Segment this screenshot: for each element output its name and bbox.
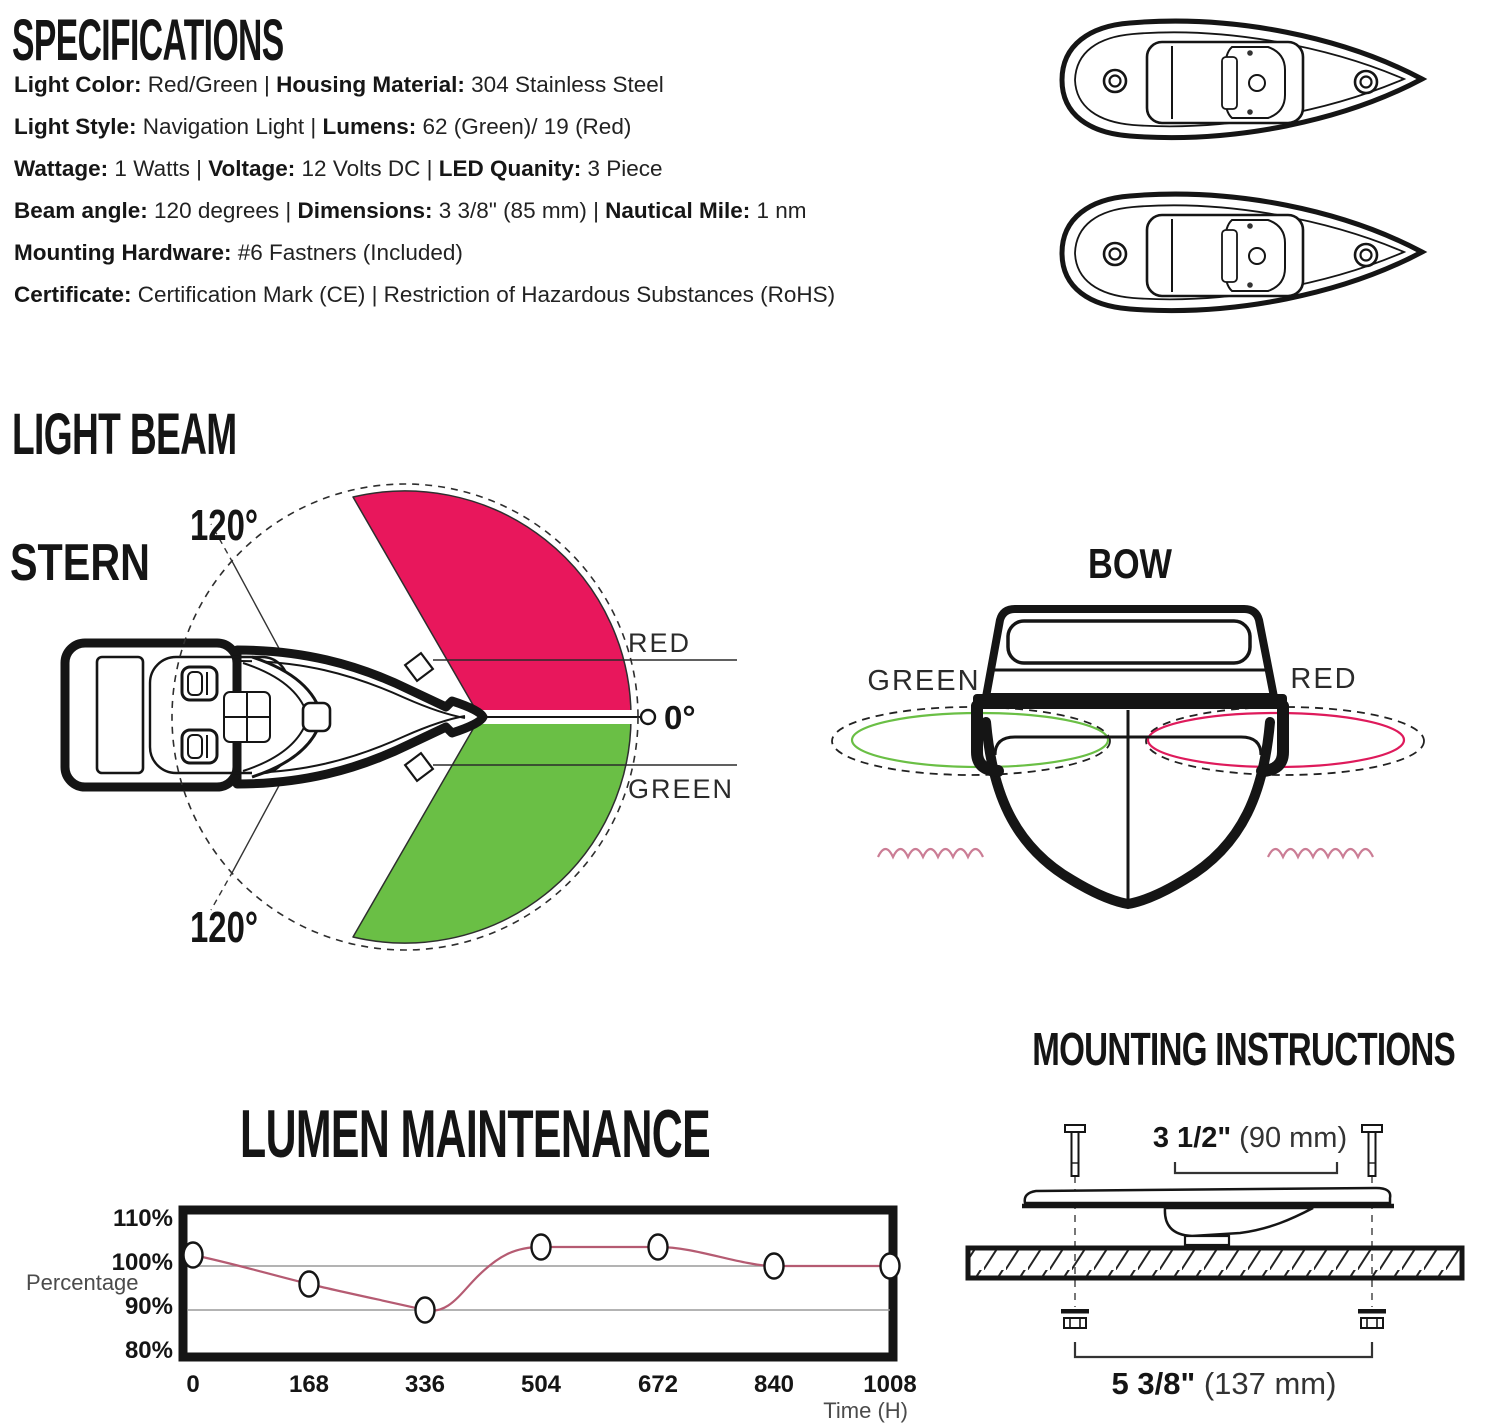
beam-dashed-circle xyxy=(171,483,639,951)
rub-rail-left xyxy=(971,700,1004,777)
dimension-bracket-bottom xyxy=(1073,1342,1374,1359)
seat xyxy=(180,728,219,765)
lumen-chart-title: LUMEN MAINTENANCE xyxy=(239,1096,711,1172)
bow-hull xyxy=(981,717,1275,910)
red-label: RED xyxy=(628,628,691,658)
transom-detail xyxy=(95,655,145,775)
data-point xyxy=(763,1252,785,1280)
spec-row: Light Style: Navigation Light | Lumens: … xyxy=(14,114,632,139)
spec-row: Beam angle: 120 degrees | Dimensions: 3 … xyxy=(14,198,807,223)
ytick-110: 110% xyxy=(113,1205,173,1232)
spec-row: Wattage: 1 Watts | Voltage: 12 Volts DC … xyxy=(14,156,663,181)
dimension-bracket-top xyxy=(1173,1162,1339,1175)
mounting-surface xyxy=(965,1245,1465,1281)
y-axis-label: Percentage xyxy=(26,1270,139,1295)
data-point xyxy=(298,1270,320,1298)
xtick-840: 840 xyxy=(754,1371,794,1398)
xtick-1008: 1008 xyxy=(863,1371,916,1398)
boat-top-view xyxy=(60,638,488,792)
xtick-336: 336 xyxy=(405,1371,445,1398)
nut-left-icon xyxy=(1061,1309,1089,1329)
data-point xyxy=(414,1296,436,1324)
boat-front-view xyxy=(971,605,1289,910)
housing-drawing-1 xyxy=(1062,21,1422,137)
bow-diagram: BOW GREEN RED xyxy=(831,540,1425,910)
dimension-top: 3 1/2" (90 mm) xyxy=(1153,1122,1347,1154)
nut-right-icon xyxy=(1358,1309,1386,1329)
ytick-80: 80% xyxy=(125,1337,173,1364)
zero-degree-dot xyxy=(639,708,657,726)
green-light-marker-icon xyxy=(403,751,435,783)
angle-bottom-label: 120° xyxy=(190,903,258,952)
stern-label: STERN xyxy=(10,534,150,592)
lamp-pod xyxy=(1163,1206,1314,1238)
hull-chine-line xyxy=(993,735,1263,756)
beam-boundary-ext-bottom xyxy=(210,870,234,911)
dimension-bottom: 5 3/8" (137 mm) xyxy=(1112,1366,1337,1401)
data-point xyxy=(879,1252,901,1280)
green-label: GREEN xyxy=(628,774,734,804)
bow-title: BOW xyxy=(1088,540,1172,587)
spec-row: Light Color: Red/Green | Housing Materia… xyxy=(14,72,664,97)
bow-light-fixture xyxy=(301,701,332,733)
water-waves-left-icon xyxy=(877,847,984,860)
data-point xyxy=(530,1233,552,1261)
green-beam-sector xyxy=(352,716,632,944)
windshield xyxy=(1006,619,1252,665)
seat xyxy=(180,665,219,702)
lamp-foot xyxy=(1183,1234,1231,1247)
housing-top-view-drawings xyxy=(1040,0,1500,330)
lumen-maintenance-chart: 110% 100% 90% 80% Percentage 0 168 336 5… xyxy=(26,1205,917,1423)
zero-degree-label: 0° xyxy=(664,699,696,736)
ytick-100: 100% xyxy=(112,1249,173,1276)
light-beam-title: LIGHT BEAM xyxy=(12,402,237,467)
rub-rail-right xyxy=(1256,700,1289,777)
x-axis-label: Time (H) xyxy=(823,1398,908,1423)
red-beam-dashed-ellipse xyxy=(1145,706,1425,776)
data-point xyxy=(182,1241,204,1269)
bow-green-label: GREEN xyxy=(867,665,980,697)
angle-top-label: 120° xyxy=(190,501,258,550)
beam-boundary-ext-top xyxy=(210,523,234,564)
xtick-504: 504 xyxy=(521,1371,562,1398)
screw-right-icon xyxy=(1361,1124,1383,1177)
mounting-title: MOUNTING INSTRUCTIONS xyxy=(1032,1023,1456,1075)
specifications-title: SPECIFICATIONS xyxy=(12,8,284,73)
light-profile xyxy=(1023,1186,1392,1205)
housing-drawing-2 xyxy=(1062,194,1422,310)
xtick-168: 168 xyxy=(289,1371,329,1398)
spec-row: Certificate: Certification Mark (CE) | R… xyxy=(14,282,836,307)
green-beam-dashed-ellipse xyxy=(831,706,1111,776)
chart-frame xyxy=(178,1205,898,1362)
ytick-90: 90% xyxy=(125,1293,173,1320)
spec-row: Mounting Hardware: #6 Fastners (Included… xyxy=(14,240,463,265)
light-beam-diagram: RED GREEN 0° 120° 120° STERN xyxy=(10,483,737,952)
bow-red-label: RED xyxy=(1290,663,1357,695)
xtick-0: 0 xyxy=(186,1371,199,1398)
specifications-list: Light Color: Red/Green | Housing Materia… xyxy=(14,64,835,316)
red-light-marker-icon xyxy=(403,651,435,683)
sheer-line-bottom xyxy=(239,715,466,774)
mounting-diagram: 3 1/2" (90 mm) 5 3/8" (137 mm) xyxy=(965,1122,1465,1401)
sheer-line-top xyxy=(239,660,466,719)
screw-left-icon xyxy=(1064,1124,1086,1177)
xtick-672: 672 xyxy=(638,1371,678,1398)
water-waves-right-icon xyxy=(1267,847,1374,860)
data-point xyxy=(647,1233,669,1261)
